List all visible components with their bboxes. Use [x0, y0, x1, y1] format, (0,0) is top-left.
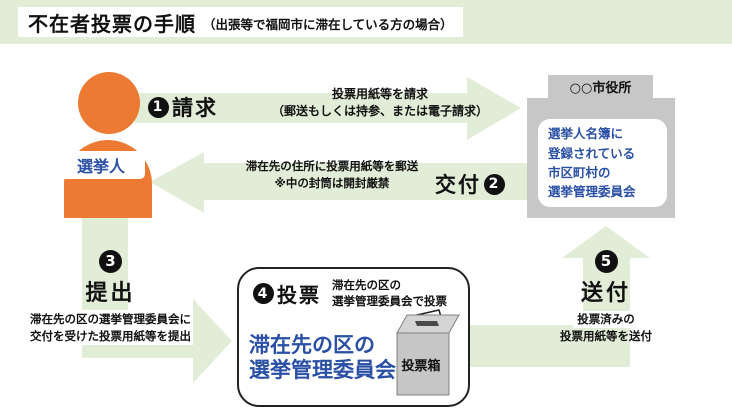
title-main: 不在者投票の手順	[28, 11, 196, 36]
step4-number-icon: 4	[253, 283, 274, 304]
step4-word: 投票	[277, 283, 321, 307]
step1-note: 投票用紙等を請求 （郵送もしくは持参、または電子請求）	[271, 87, 488, 118]
step2-number-icon: 2	[484, 173, 505, 195]
request-arrow-right	[135, 77, 521, 140]
step2-word: 交付	[435, 173, 481, 197]
step3-word: 提出	[85, 281, 136, 306]
step5-send-block: 5 送付 投票済みの 投票用紙等を送付	[531, 250, 681, 344]
page-title: 不在者投票の手順 （出張等で福岡市に滞在している方の場合）	[18, 7, 463, 37]
step5-note-line1: 投票済みの	[573, 311, 639, 328]
step4-note: 滞在先の区の 選挙管理委員会で投票	[332, 278, 447, 308]
step1-request-label: 1 請求	[148, 92, 218, 122]
header-band: 不在者投票の手順 （出張等で福岡市に滞在している方の場合）	[0, 0, 732, 44]
voter-label: 選挙人	[57, 151, 145, 179]
step1-word: 請求	[172, 96, 218, 120]
step5-number-icon: 5	[594, 250, 618, 273]
step4-vote-label: 4 投票	[253, 279, 321, 308]
ballot-box-label: 投票箱	[401, 359, 441, 374]
step3-number-icon: 3	[99, 250, 122, 273]
step5-note-line2: 投票用紙等を送付	[560, 328, 652, 343]
step3-submit-block: 3 提出 滞在先の区の選挙管理委員会に 交付を受けた投票用紙等を提出	[18, 250, 203, 346]
registered-committee-label: 選挙人名簿に 登録されている 市区町村の 選挙管理委員会	[538, 119, 667, 207]
title-subtitle: （出張等で福岡市に滞在している方の場合）	[203, 17, 453, 32]
step2-note: 滞在先の住所に投票用紙等を郵送 ※中の封筒は開封厳禁	[245, 159, 419, 191]
step1-number-icon: 1	[148, 96, 169, 118]
delivery-arrow-left	[150, 152, 527, 213]
step3-note: 滞在先の区の選挙管理委員会に 交付を受けた投票用紙等を提出	[28, 310, 193, 346]
step2-delivery-label: 交付 2	[435, 169, 505, 199]
stay-ward-committee-label: 滞在先の区の 選挙管理委員会	[249, 333, 396, 383]
city-office-sign: ○○市役所	[548, 75, 653, 98]
vote-location-box: 4 投票 滞在先の区の 選挙管理委員会で投票 滞在先の区の 選挙管理委員会 投票…	[237, 267, 470, 407]
voter-person-icon	[78, 72, 140, 134]
ballot-box-icon	[396, 309, 460, 396]
step5-word: 送付	[580, 281, 631, 306]
